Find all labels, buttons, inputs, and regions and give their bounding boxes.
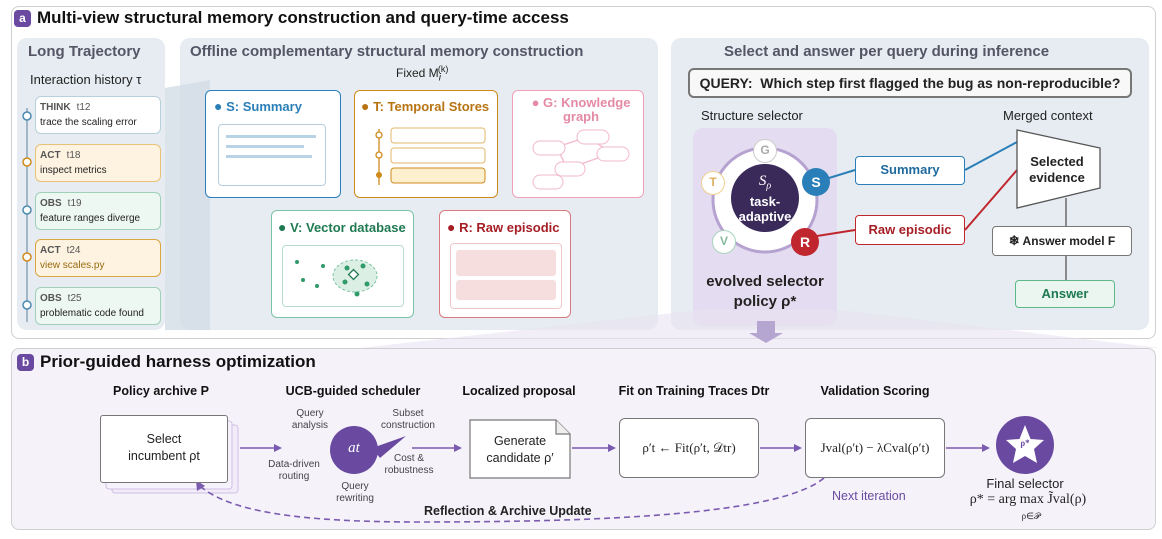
summary-doc-icon bbox=[218, 124, 326, 186]
store-graph: ● G: Knowledge graph bbox=[512, 90, 644, 198]
scheduler-circle bbox=[330, 426, 378, 474]
transition-shape bbox=[360, 310, 1160, 348]
node-t: T bbox=[701, 171, 725, 195]
label-subset-construction: Subset construction bbox=[381, 408, 435, 431]
reflection-label: Reflection & Archive Update bbox=[424, 504, 592, 518]
validation-title: Validation Scoring bbox=[820, 384, 930, 398]
answer-box: Answer bbox=[1015, 280, 1115, 308]
inference-title: Select and answer per query during infer… bbox=[724, 43, 1050, 60]
store-summary: ● S: Summary bbox=[205, 90, 341, 198]
timeline-dot bbox=[22, 300, 32, 310]
store-graph-title: ● G: Knowledge graph bbox=[531, 95, 631, 124]
evidence-trapezoid bbox=[1016, 129, 1101, 209]
trajectory-title: Long Trajectory bbox=[28, 43, 141, 60]
validation-box: Jval(ρ′t) − λCval(ρ′t) bbox=[805, 418, 945, 478]
selector-center-text: Sρ task- adaptive bbox=[738, 173, 792, 224]
timeline-dot bbox=[22, 205, 32, 215]
offline-title: Offline complementary structural memory … bbox=[190, 43, 584, 60]
timeline-dot bbox=[22, 157, 32, 167]
answer-model-box: ❄ Answer model F bbox=[992, 226, 1132, 256]
r-connector bbox=[816, 229, 856, 237]
store-vector: ● V: Vector database bbox=[271, 210, 414, 318]
store-temporal: ● T: Temporal Stores bbox=[354, 90, 498, 198]
store-raw-title: ● R: Raw episodic bbox=[447, 219, 560, 235]
selected-evidence-label: Selected evidence bbox=[1029, 154, 1085, 185]
node-s: S bbox=[802, 168, 830, 196]
store-temporal-title: ● T: Temporal Stores bbox=[361, 98, 490, 114]
fit-box: ρ′t ← Fit(ρ′t, 𝒟tr) bbox=[619, 418, 759, 478]
vector-icon bbox=[282, 245, 404, 307]
policy-archive-title: Policy archive P bbox=[113, 384, 209, 398]
store-summary-title: ● S: Summary bbox=[214, 98, 302, 114]
reflection-arrow bbox=[199, 477, 825, 523]
funnel-shape bbox=[165, 80, 210, 330]
node-v: V bbox=[712, 230, 736, 254]
merged-context-label: Merged context bbox=[1003, 108, 1093, 123]
node-r: R bbox=[791, 228, 819, 256]
temporal-icon bbox=[375, 127, 486, 185]
final-formula: ρ* = arg max J̃val(ρ) ρ∈𝒫 bbox=[969, 492, 1087, 521]
history-label: Interaction history τ bbox=[30, 72, 142, 87]
final-star-text: ρ* bbox=[1020, 438, 1030, 448]
label-data-driven-routing: Data-driven routing bbox=[268, 459, 320, 482]
panel-a-badge: a bbox=[14, 10, 31, 27]
label-query-analysis: Query analysis bbox=[291, 408, 329, 431]
graph-icon bbox=[532, 129, 630, 190]
label-cost-robustness: Cost & robustness bbox=[384, 453, 434, 476]
s-connector bbox=[828, 169, 856, 179]
selector-core bbox=[731, 164, 799, 232]
scheduler-center: at bbox=[348, 440, 360, 456]
fixed-memory-label: Fixed Mi(k) bbox=[396, 64, 449, 84]
proposal-title: Localized proposal bbox=[462, 384, 576, 398]
panel-b-title: Prior-guided harness optimization bbox=[40, 352, 316, 371]
store-vector-title: ● V: Vector database bbox=[278, 219, 406, 235]
label-query-rewriting: Query rewriting bbox=[336, 481, 374, 504]
raw-selected-box: Raw episodic bbox=[855, 215, 965, 245]
select-incumbent-box: Select incumbent ρt bbox=[100, 415, 228, 483]
fit-title: Fit on Training Traces Dtr bbox=[618, 384, 770, 398]
panel-a-title: Multi-view structural memory constructio… bbox=[37, 8, 569, 27]
evolved-policy-label: evolved selector policy ρ* bbox=[706, 273, 824, 310]
query-box: QUERY: Which step first flagged the bug … bbox=[688, 68, 1132, 98]
summary-to-evidence bbox=[964, 141, 1018, 171]
proposal-doc bbox=[469, 419, 571, 479]
node-g: G bbox=[753, 139, 777, 163]
generate-candidate-text: Generate candidate ρ′ bbox=[486, 434, 554, 465]
scheduler-title: UCB-guided scheduler bbox=[285, 384, 421, 398]
store-raw: ● R: Raw episodic bbox=[439, 210, 571, 318]
summary-selected-box: Summary bbox=[855, 156, 965, 185]
panel-b-badge: b bbox=[17, 354, 34, 371]
trajectory-panel bbox=[17, 38, 165, 330]
timeline-dot bbox=[22, 111, 32, 121]
star-icon bbox=[1006, 425, 1044, 463]
raw-icon bbox=[450, 243, 562, 309]
structure-selector-label: Structure selector bbox=[701, 108, 803, 123]
timeline-dot bbox=[22, 252, 32, 262]
next-iteration-label: Next iteration bbox=[832, 489, 906, 503]
raw-to-evidence bbox=[964, 169, 1018, 231]
snowflake-icon: ❄ bbox=[1008, 233, 1020, 248]
final-selector-label: Final selector bbox=[986, 476, 1064, 491]
